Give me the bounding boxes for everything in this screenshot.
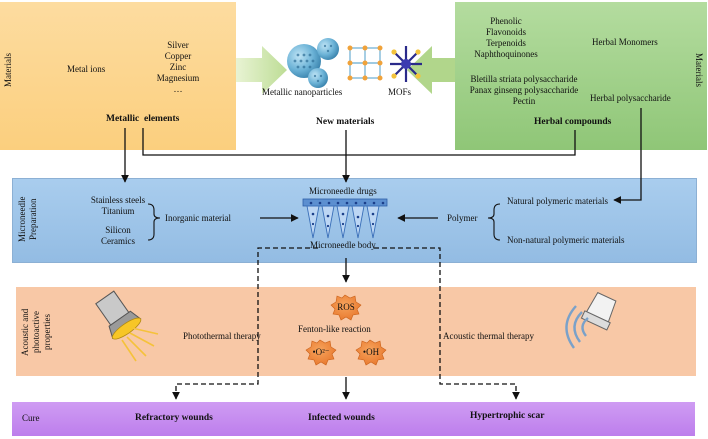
inorganic-material-label: Inorganic material — [165, 213, 232, 223]
metallic-elements-panel — [0, 2, 236, 150]
polysaccharide-bletilla: Bletilla striata polysaccharide — [470, 74, 578, 84]
microneedle-body-label: Microneedle body — [310, 240, 376, 250]
compound-terpenoids: Terpenoids — [486, 38, 526, 48]
herbal-monomers-label: Herbal Monomers — [592, 37, 658, 47]
cure-panel — [12, 402, 695, 436]
silicon: Silicon — [105, 225, 131, 235]
compound-flavonoids: Flavonoids — [485, 27, 526, 37]
braces — [147, 203, 501, 241]
metal-silver: Silver — [167, 40, 189, 50]
natural-polymer-label: Natural polymeric materials — [507, 196, 608, 206]
properties-side-label: Acoustic and photoactive properties — [20, 308, 52, 356]
herbal-compounds-title: Herbal compounds — [534, 117, 612, 127]
nanoparticles-icon — [287, 38, 339, 88]
ultrasound-probe-icon — [565, 291, 617, 349]
ros-badges — [305, 294, 387, 366]
materials-side-label-left: Materials — [3, 53, 13, 87]
polysaccharide-list: Bletilla striata polysaccharide Panax gi… — [460, 74, 588, 107]
dashed-connectors — [172, 247, 520, 400]
inorganic-bottom-list: Silicon Ceramics — [78, 225, 158, 247]
herbal-compound-list: Phenolic Flavonoids Terpenoids Naphthoqu… — [468, 16, 544, 60]
herbal-polysaccharide-label: Herbal polysaccharide — [590, 93, 671, 103]
metal-zinc: Zinc — [169, 62, 187, 72]
inorganic-top-list: Stainless steels Titanium — [78, 195, 158, 217]
metal-magnesium: Magnesium — [156, 73, 200, 83]
hypertrophic-scar-label: Hypertrophic scar — [470, 411, 545, 421]
light-lamp-icon — [95, 290, 159, 362]
polysaccharide-panax: Panax ginseng polysaccharide — [469, 85, 579, 95]
mof-lattice-icon — [347, 45, 383, 81]
left-flow-arrow — [236, 46, 287, 94]
non-natural-polymer-label: Non-natural polymeric materials — [507, 235, 625, 245]
metal-list: Silver Copper Zinc Magnesium … — [148, 40, 208, 95]
metallic-elements-title: Metallic elements — [106, 114, 180, 124]
right-flow-arrow — [407, 46, 455, 94]
mofs-label: MOFs — [388, 87, 412, 97]
metal-ions-label: Metal ions — [67, 64, 106, 74]
acoustic-therapy-label: Acoustic thermal therapy — [443, 331, 534, 341]
mof-cluster-icon — [390, 46, 422, 82]
compound-naphthoquinones: Naphthoquinones — [474, 49, 538, 59]
compound-phenolic: Phenolic — [490, 16, 522, 26]
herbal-compounds-panel — [455, 2, 707, 150]
titanium: Titanium — [101, 206, 135, 216]
microneedle-array-icon — [302, 198, 388, 239]
metal-copper: Copper — [164, 51, 192, 61]
metal-ellipsis: … — [173, 84, 183, 94]
superoxide-label: •O²⁻ — [312, 347, 330, 357]
polysaccharide-pectin: Pectin — [512, 96, 536, 106]
nanoparticles-label: Metallic nanoparticles — [262, 87, 343, 97]
fenton-reaction-label: Fenton-like reaction — [298, 324, 371, 334]
stainless-steels: Stainless steels — [90, 195, 146, 205]
microneedle-drugs-label: Microneedle drugs — [309, 186, 377, 196]
refractory-wounds-label: Refractory wounds — [135, 413, 213, 423]
cure-side-label: Cure — [22, 413, 40, 423]
materials-side-label-right: Materials — [694, 53, 704, 87]
infected-wounds-label: Infected wounds — [308, 413, 375, 423]
ceramics: Ceramics — [101, 236, 135, 246]
hydroxyl-label: •OH — [362, 347, 380, 357]
photothermal-therapy-label: Photothermal therapy — [183, 331, 261, 341]
new-materials-title: New materials — [316, 117, 375, 127]
ros-label: ROS — [337, 302, 355, 312]
connector-lines — [121, 108, 642, 400]
polymer-label: Polymer — [447, 213, 478, 223]
preparation-side-label: Microneedle Preparation — [17, 196, 38, 242]
